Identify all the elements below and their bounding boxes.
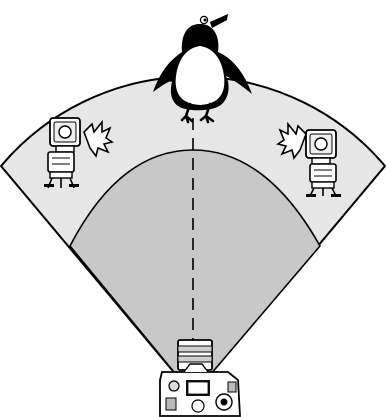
penguin-beak xyxy=(210,14,228,28)
